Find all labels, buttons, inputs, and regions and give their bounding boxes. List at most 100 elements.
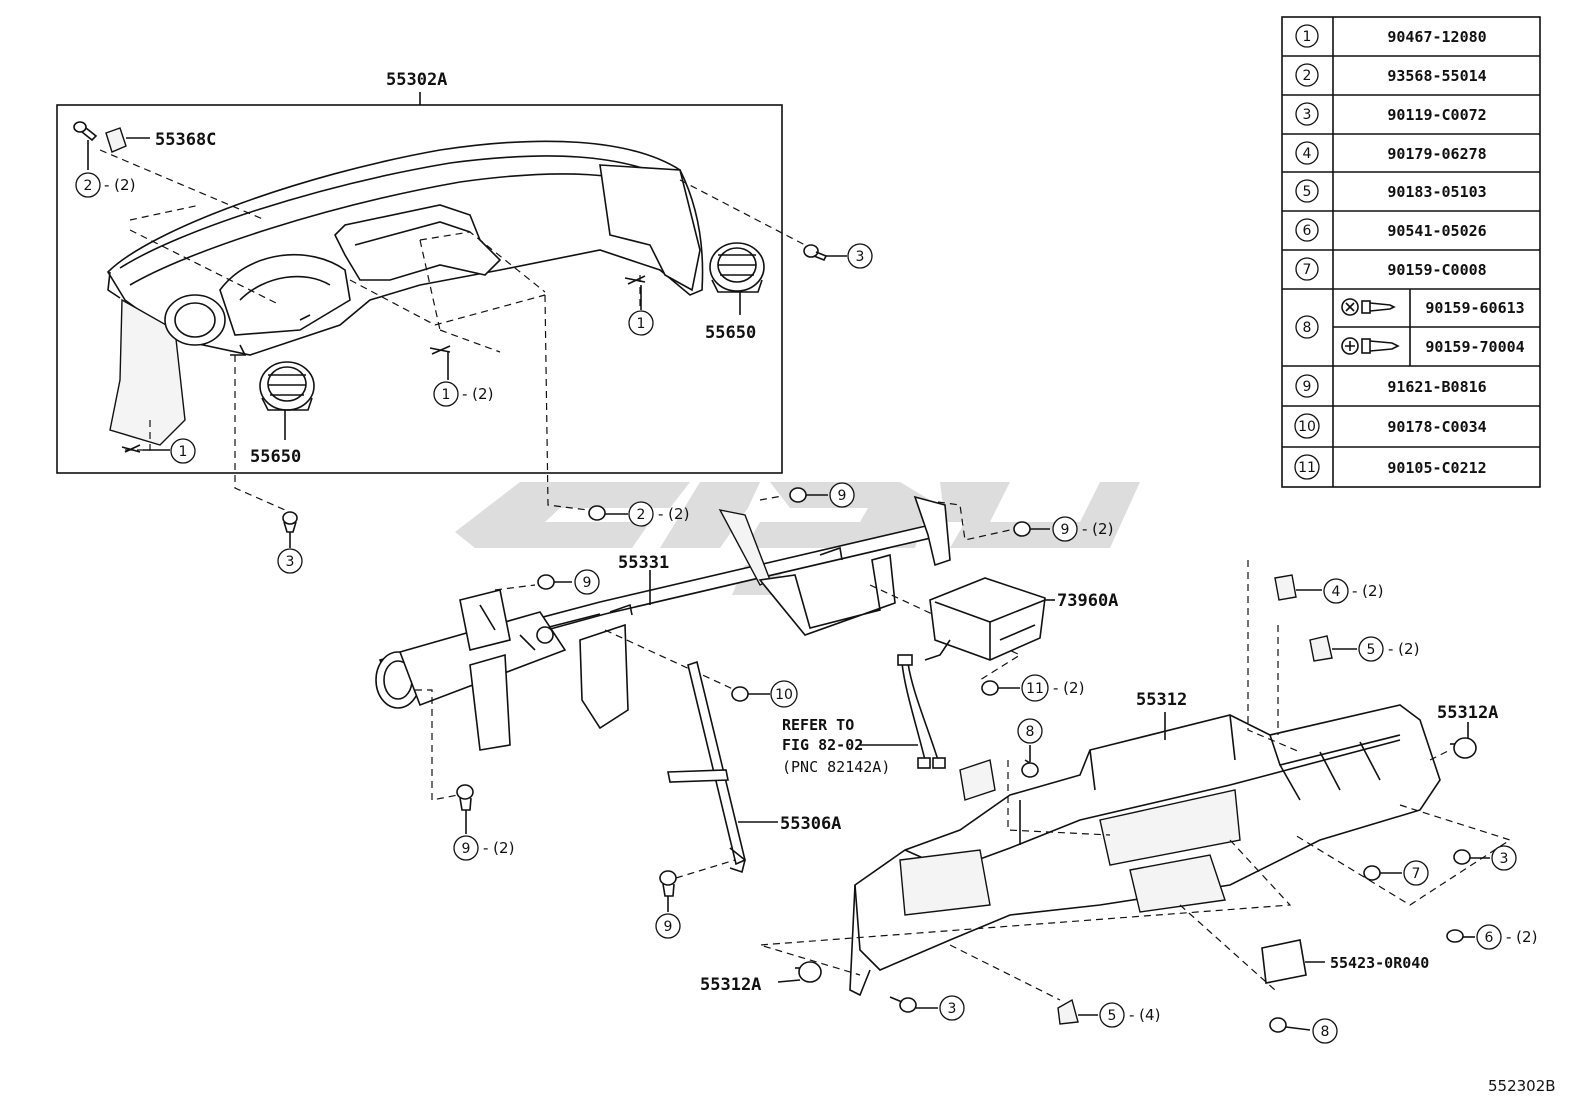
bolt-3-lower-right	[1453, 849, 1490, 865]
svg-text:3: 3	[948, 1001, 957, 1017]
svg-text:5: 5	[1367, 642, 1376, 658]
legend-row-1: 1 90467-12080	[1295, 24, 1487, 48]
svg-text:3: 3	[856, 249, 865, 265]
cross-screw-icon	[1341, 337, 1400, 355]
clip-55368C	[105, 127, 150, 153]
bolt-11	[981, 680, 1020, 696]
callout-2-mid: 2 - (2)	[628, 501, 689, 527]
callout-6: 6 - (2)	[1476, 924, 1537, 950]
legend-row-11: 11 90105-C0212	[1294, 454, 1487, 480]
svg-text:4: 4	[1303, 146, 1312, 162]
bolt-9-right	[1013, 521, 1050, 537]
clip-fastener-1c	[624, 275, 646, 310]
svg-text:- (2): - (2)	[658, 505, 689, 523]
label-73960A: 73960A	[1057, 591, 1118, 611]
svg-text:90183-05103: 90183-05103	[1387, 183, 1486, 201]
svg-text:90159-60613: 90159-60613	[1425, 299, 1524, 317]
callout-4: 4 - (2)	[1323, 578, 1383, 604]
nut-10	[731, 686, 770, 702]
legend-row-3: 3 90119-C0072	[1295, 102, 1487, 126]
plug-55312A-left	[777, 961, 822, 983]
cover-55423-0R040	[1261, 939, 1325, 984]
label-55650-left: 55650	[250, 447, 301, 467]
svg-text:- (2): - (2)	[1053, 679, 1084, 697]
callout-9-lower-left: 9 - (2)	[453, 835, 514, 861]
bolt-9-top	[789, 487, 828, 503]
hex-screw-icon	[1341, 298, 1396, 316]
label-55331: 55331	[618, 553, 669, 573]
bolt-3-left	[282, 511, 298, 548]
legend-row-4: 4 90179-06278	[1295, 141, 1487, 165]
bolt-9-lower-left	[456, 784, 474, 834]
bolt-9-left	[537, 574, 572, 590]
svg-text:1: 1	[442, 387, 451, 403]
brace-55306A	[667, 660, 778, 874]
svg-text:6: 6	[1485, 930, 1494, 946]
legend-row-2: 2 93568-55014	[1295, 63, 1487, 87]
bolt-7	[1363, 865, 1402, 881]
label-55312A-right: 55312A	[1437, 703, 1498, 723]
refer-text-line2: FIG 82-02	[782, 736, 863, 754]
bolt-3-upper-right	[803, 244, 847, 262]
svg-text:2: 2	[1303, 68, 1312, 84]
svg-text:11: 11	[1026, 681, 1044, 697]
clip-6	[1446, 929, 1475, 943]
svg-text:7: 7	[1412, 866, 1421, 882]
legend-row-6: 6 90541-05026	[1295, 218, 1487, 242]
svg-text:- (2): - (2)	[1082, 520, 1113, 538]
svg-text:9: 9	[1303, 379, 1312, 395]
svg-text:90119-C0072: 90119-C0072	[1387, 106, 1486, 124]
svg-text:9: 9	[1061, 522, 1070, 538]
svg-text:- (2): - (2)	[462, 385, 493, 403]
instrument-panel-reinforcement-55331	[375, 495, 951, 751]
svg-text:5: 5	[1303, 184, 1312, 200]
svg-text:90178-C0034: 90178-C0034	[1387, 418, 1486, 436]
svg-text:9: 9	[462, 841, 471, 857]
svg-text:90105-C0212: 90105-C0212	[1387, 459, 1486, 477]
svg-text:8: 8	[1321, 1024, 1330, 1040]
figure-code: 552302B	[1488, 1077, 1556, 1095]
svg-text:- (2): - (2)	[483, 839, 514, 857]
callout-3-lower-right: 3	[1491, 845, 1517, 871]
clip-fastener-1b	[429, 345, 451, 380]
svg-text:6: 6	[1303, 223, 1312, 239]
svg-text:3: 3	[1500, 851, 1509, 867]
clip-2-mid	[588, 505, 628, 521]
svg-text:1: 1	[637, 316, 646, 332]
bolt-3-lower-left	[889, 996, 938, 1013]
legend-row-8: 8 90159-60613 90159-70004	[1295, 298, 1525, 356]
svg-text:1: 1	[1303, 29, 1312, 45]
label-55312: 55312	[1136, 690, 1187, 710]
svg-text:10: 10	[775, 687, 793, 703]
clip-5-lower	[1057, 998, 1098, 1025]
callout-1-mid: 1 - (2)	[433, 381, 493, 407]
callout-8-upper: 8	[1017, 718, 1043, 744]
svg-text:2: 2	[637, 507, 646, 523]
air-vent-left	[259, 361, 315, 440]
svg-text:2: 2	[84, 178, 93, 194]
svg-text:11: 11	[1298, 460, 1316, 476]
svg-text:3: 3	[1303, 107, 1312, 123]
callout-5-upper: 5 - (2)	[1358, 636, 1419, 662]
label-55650-right: 55650	[705, 323, 756, 343]
bolt-9-bottom	[659, 859, 736, 912]
knee-airbag-73960A	[924, 577, 1055, 661]
refer-text-line1: REFER TO	[782, 716, 854, 734]
svg-text:9: 9	[583, 575, 592, 591]
svg-text:91621-B0816: 91621-B0816	[1387, 378, 1486, 396]
parts-legend-table	[1281, 16, 1541, 488]
callout-3-lower-left: 3	[939, 995, 965, 1021]
callout-9-left: 9	[574, 569, 600, 595]
legend-row-9: 9 91621-B0816	[1295, 374, 1487, 398]
callout-7: 7	[1403, 860, 1429, 886]
callout-9-top: 9	[829, 482, 855, 508]
screw-top-left	[73, 121, 98, 170]
plug-55312A-right	[1450, 722, 1477, 759]
label-55312A-left: 55312A	[700, 975, 761, 995]
svg-text:- (2): - (2)	[1506, 928, 1537, 946]
refer-text-line3: (PNC 82142A)	[782, 758, 890, 776]
legend-row-5: 5 90183-05103	[1295, 179, 1487, 203]
clip-4	[1274, 574, 1322, 601]
svg-text:8: 8	[1303, 320, 1312, 336]
